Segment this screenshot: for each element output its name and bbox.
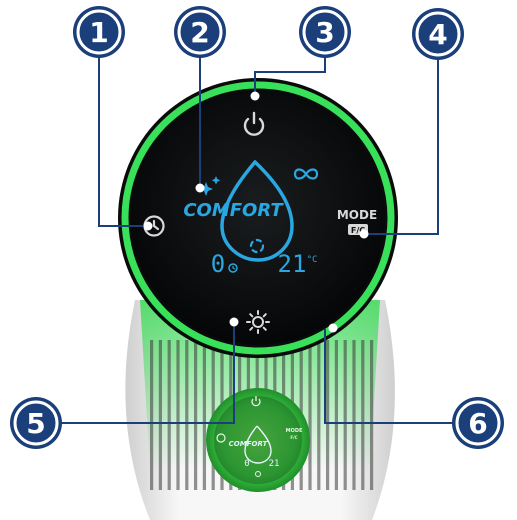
leader-4 xyxy=(364,56,439,235)
leader-5 xyxy=(60,322,235,424)
callout-number: 4 xyxy=(428,18,447,51)
grille-slat xyxy=(150,340,154,490)
temperature-unit: °C xyxy=(307,255,318,265)
callout-2: 2 xyxy=(174,6,226,58)
leader-1 xyxy=(98,54,148,227)
inset-clock-icon xyxy=(216,433,226,443)
grille-slat xyxy=(167,340,171,490)
callout-number: 2 xyxy=(190,16,209,49)
mode-sub-label: F/C xyxy=(351,226,365,235)
grille-slat xyxy=(326,340,330,490)
inset-timer-readout: 0 xyxy=(244,459,249,469)
callout-6: 6 xyxy=(452,397,504,449)
inset-mode-label: MODE xyxy=(286,428,303,434)
leader-dots xyxy=(143,91,369,333)
grille-slat xyxy=(194,340,198,490)
led-ring-outline xyxy=(121,81,395,355)
callout-number: 6 xyxy=(468,407,487,440)
leader-3 xyxy=(254,52,326,96)
grille-slat xyxy=(317,340,321,490)
callout-4: 4 xyxy=(412,8,464,60)
grille-slat xyxy=(308,340,312,490)
grille-slat xyxy=(176,340,180,490)
control-display: COMFORT MODE F/C 0 21 °C xyxy=(118,78,398,358)
water-drop-icon xyxy=(220,160,294,262)
callout-number: 5 xyxy=(26,407,45,440)
callout-5: 5 xyxy=(10,397,62,449)
inset-drop-icon xyxy=(244,425,272,464)
comfort-indicator: COMFORT xyxy=(183,200,284,221)
inset-temperature-readout: 21 xyxy=(269,459,280,469)
timer-readout: 0 xyxy=(211,250,225,278)
callout-3: 3 xyxy=(299,6,351,58)
sparkle-icon xyxy=(199,176,221,196)
grille-slat xyxy=(343,340,347,490)
callout-number: 3 xyxy=(315,16,334,49)
callout-1: 1 xyxy=(73,6,125,58)
timer-small-icon xyxy=(228,263,238,273)
grille-slat xyxy=(370,340,374,490)
leader-6 xyxy=(324,329,454,424)
grille-slat xyxy=(334,340,338,490)
grille-slat xyxy=(361,340,365,490)
inset-display: COMFORT MODE F/C 0 21 xyxy=(206,388,310,492)
inset-sun-icon xyxy=(255,471,261,477)
inset-power-icon xyxy=(251,396,261,407)
grille-slat xyxy=(185,340,189,490)
callouts: 1 2 3 4 5 6 xyxy=(10,6,504,449)
light-icon[interactable] xyxy=(246,310,270,334)
infinity-icon xyxy=(293,168,319,180)
grille-slat xyxy=(158,340,162,490)
power-icon[interactable] xyxy=(243,111,265,136)
grille-slat xyxy=(352,340,356,490)
grille-slat xyxy=(202,340,206,490)
callout-number: 1 xyxy=(89,16,108,49)
leader-lines xyxy=(60,52,454,424)
fan-icon xyxy=(249,238,265,254)
mode-button[interactable]: MODE xyxy=(337,208,377,222)
inset-mode-sub: F/C xyxy=(290,435,297,440)
inset-comfort-label: COMFORT xyxy=(229,440,269,448)
temperature-readout: 21 xyxy=(278,250,307,278)
display-face xyxy=(131,91,385,345)
